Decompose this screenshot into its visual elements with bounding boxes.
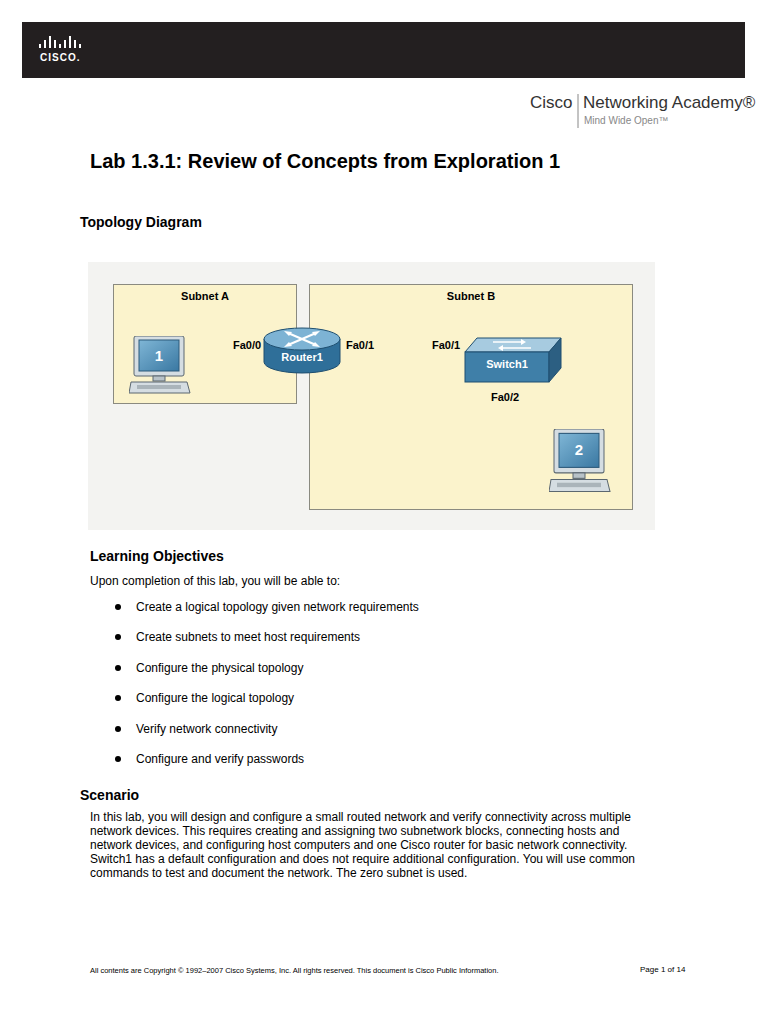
area-label: Subnet B <box>310 290 632 302</box>
brand-name: Cisco <box>530 93 573 113</box>
area-label: Subnet A <box>114 290 296 302</box>
page-number: Page 1 of 14 <box>640 965 685 974</box>
bullet-text: Create a logical topology given network … <box>136 600 419 614</box>
cisco-logo-bars <box>39 36 81 48</box>
device-name: Router1 <box>262 351 342 363</box>
router-icon: Router1 <box>262 326 342 376</box>
bullet-text: Create subnets to meet host requirements <box>136 630 360 644</box>
host-number: 1 <box>139 340 179 371</box>
bullet-text: Configure the physical topology <box>136 661 303 675</box>
page-title: Lab 1.3.1: Review of Concepts from Explo… <box>90 150 560 173</box>
section-heading: Topology Diagram <box>80 214 202 230</box>
pc-host: 2 <box>549 429 611 497</box>
port-label: Fa0/2 <box>491 391 519 403</box>
pc-host: 1 <box>129 336 191 398</box>
switch-icon: Switch1 <box>463 336 563 386</box>
port-label: Fa0/1 <box>346 339 374 351</box>
body-paragraph: In this lab, you will design and configu… <box>90 810 638 880</box>
bullet-dots <box>115 604 121 762</box>
subnet-area: Subnet B Switch1 2 <box>309 284 633 510</box>
section-heading: Learning Objectives <box>90 548 224 564</box>
tagline: Mind Wide Open™ <box>584 115 668 126</box>
logo-text: CISCO. <box>40 52 80 63</box>
body-text: Upon completion of this lab, you will be… <box>90 574 340 588</box>
bullet-text: Verify network connectivity <box>136 722 277 736</box>
brand-name: Networking Academy® <box>583 93 755 113</box>
bullet-text: Configure the logical topology <box>136 691 294 705</box>
bullet-text: Configure and verify passwords <box>136 752 304 766</box>
device-name: Switch1 <box>465 358 549 370</box>
section-heading: Scenario <box>80 787 139 803</box>
port-label: Fa0/0 <box>233 339 261 351</box>
logo-separator <box>578 94 579 128</box>
host-number: 2 <box>559 433 599 467</box>
port-label: Fa0/1 <box>432 339 460 351</box>
header-bar <box>22 22 745 78</box>
diagram-background <box>88 262 655 530</box>
footer-text: All contents are Copyright © 1992–2007 C… <box>90 966 499 975</box>
